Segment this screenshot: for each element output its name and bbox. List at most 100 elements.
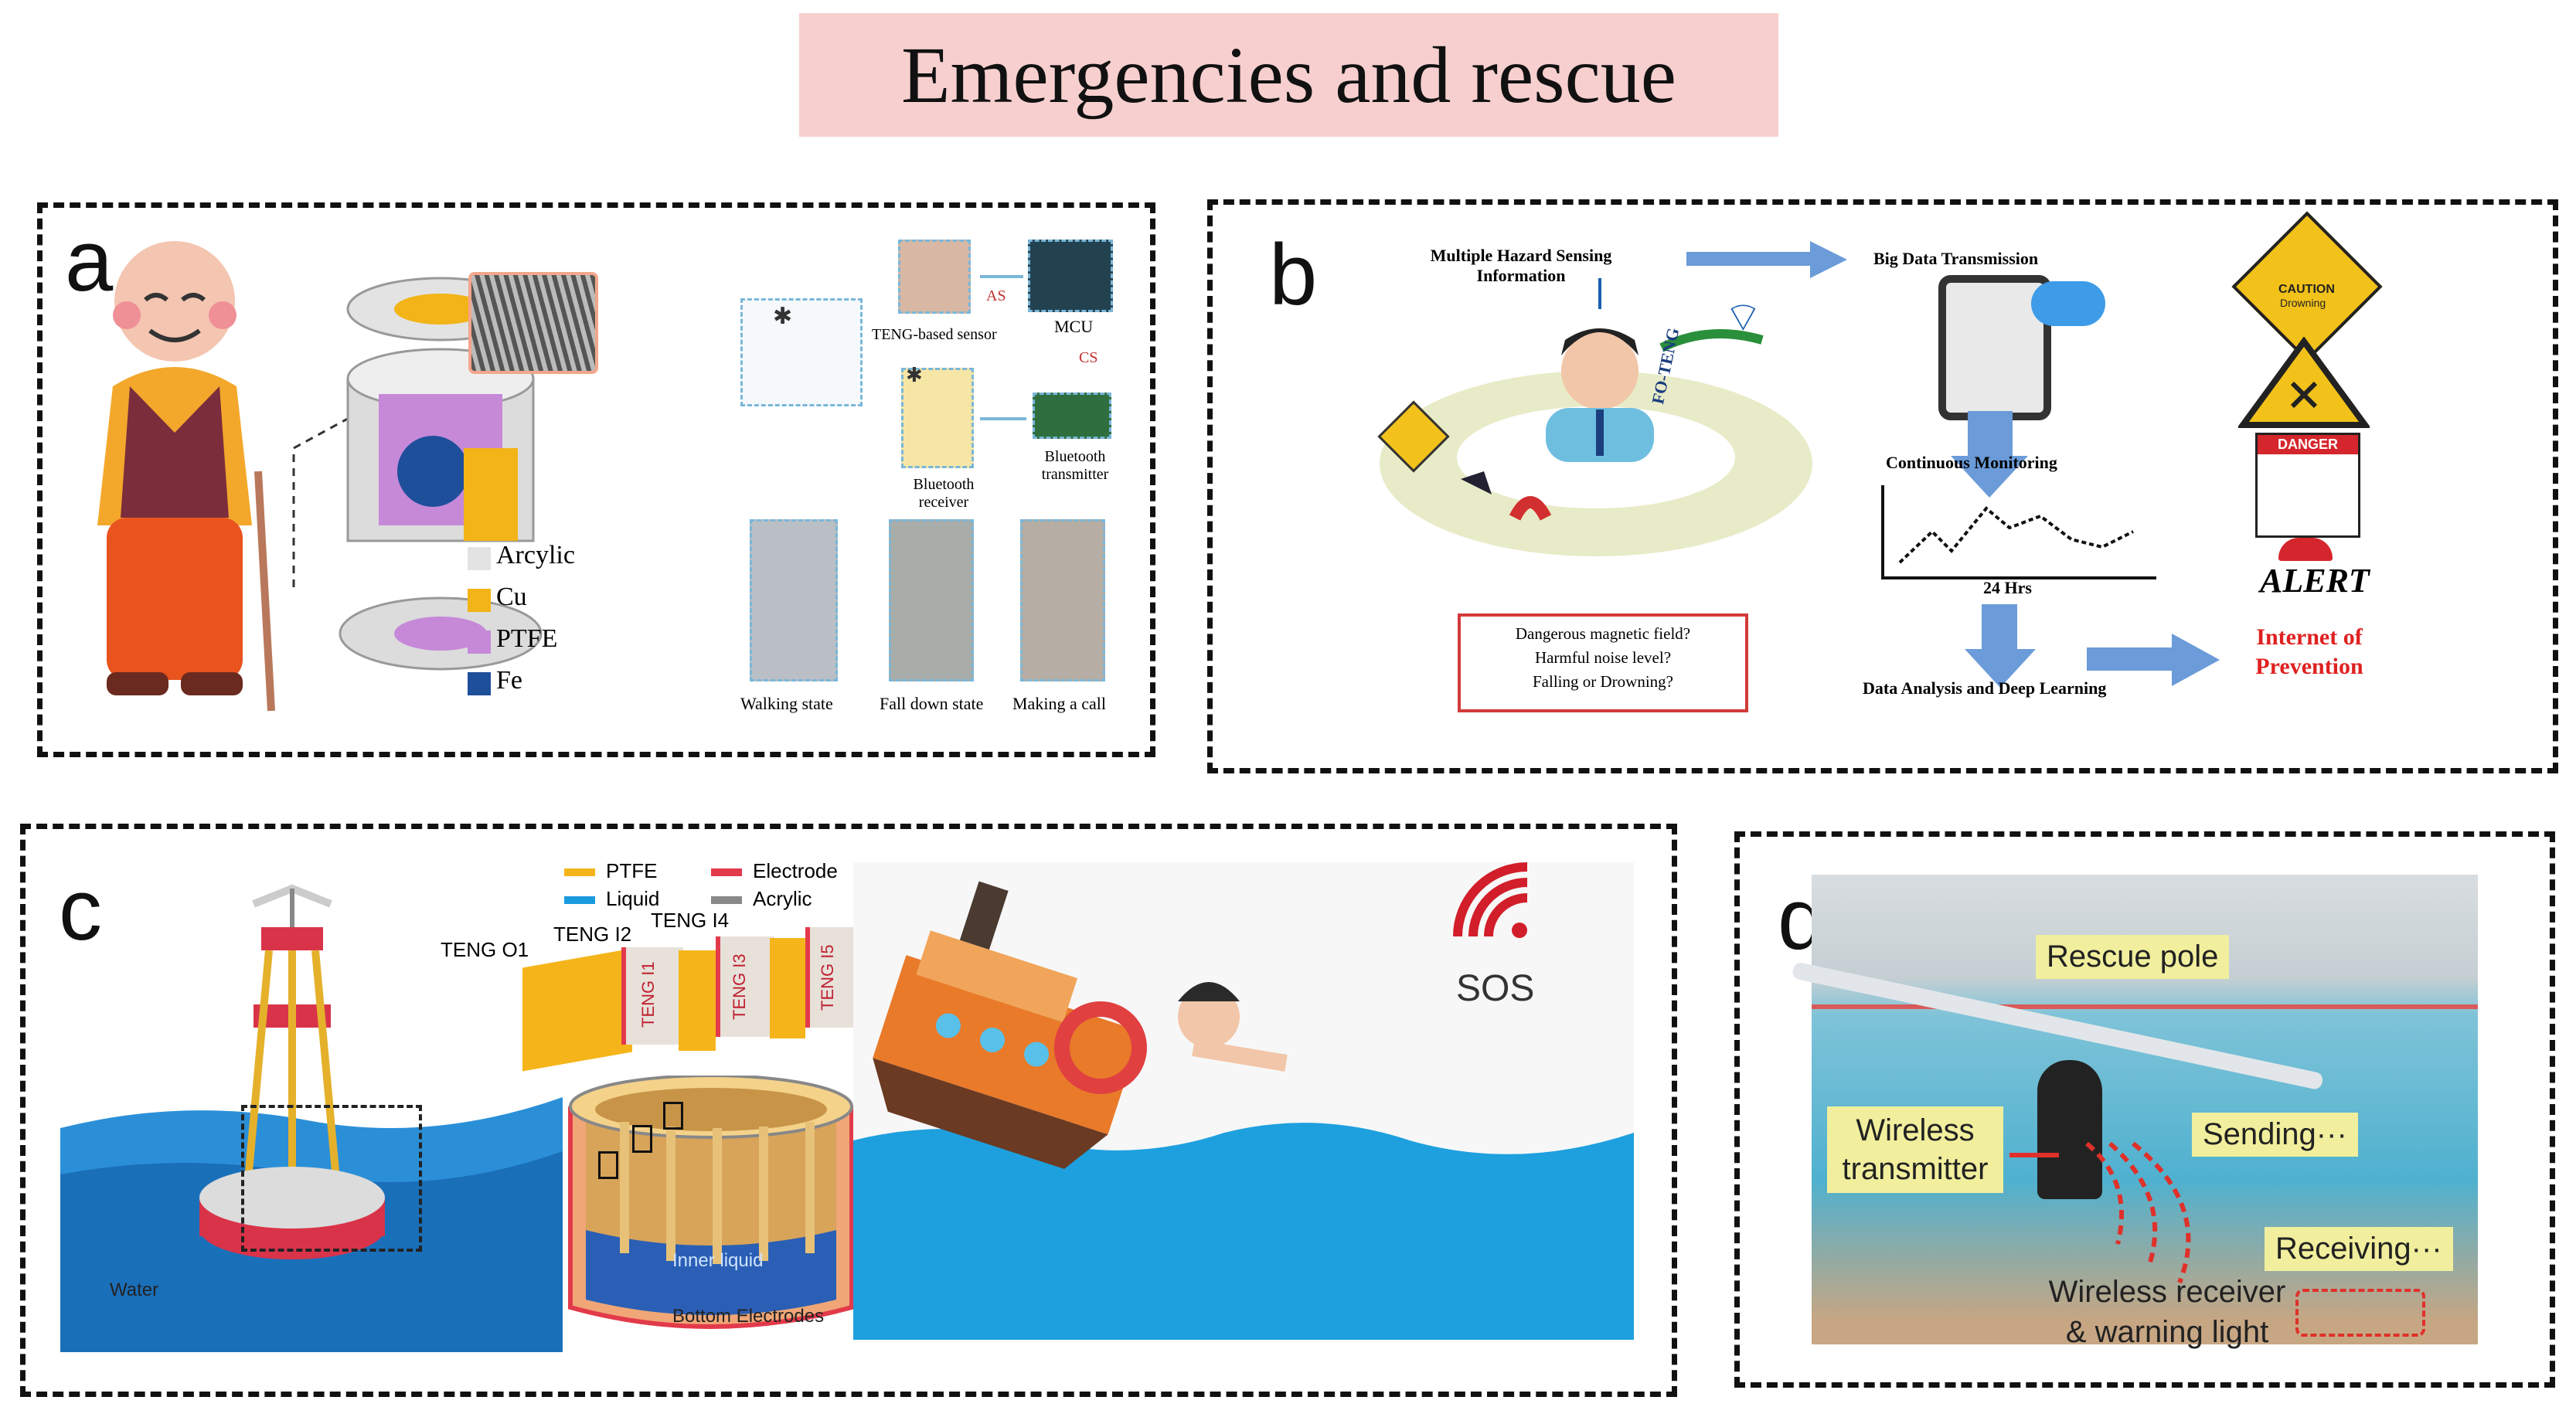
alert-button-icon — [2278, 538, 2333, 561]
fall-down-state-label: Fall down state — [880, 694, 984, 713]
monitoring-plot — [1881, 485, 2156, 579]
bt-receiver-label: Bluetooth receiver — [913, 476, 975, 511]
legend-c-swatch-ptfe — [564, 868, 595, 876]
question-noise: Harmful noise level? — [1534, 648, 1672, 667]
legend-swatch-fe — [468, 672, 491, 695]
tx-receiver-arrow — [980, 417, 1026, 420]
warning-triangle-sign — [2238, 337, 2370, 428]
wireless-signal-arcs — [2085, 1141, 2191, 1284]
hazard-to-bigdata-arrow — [1686, 252, 1810, 266]
walking-state-label: Walking state — [740, 694, 833, 713]
cs-label: CS — [1079, 349, 1098, 366]
cylinder-marker-2 — [632, 1125, 652, 1153]
question-falling: Falling or Drowning? — [1533, 672, 1673, 691]
teng-i1-label: TENG I1 — [638, 961, 658, 1028]
sea-buoy-illustration — [60, 884, 563, 1352]
legend-swatch-cu — [468, 589, 491, 612]
phone-down-arrow-head — [1951, 456, 2028, 498]
teng-i5-label: TENG I5 — [818, 944, 837, 1011]
mcu-label: MCU — [1054, 317, 1094, 336]
legend-c-swatch-acrylic — [711, 896, 742, 904]
teng-panel-i1 — [621, 947, 683, 1045]
receiver-line1: Wireless receiver — [2048, 1275, 2286, 1309]
receiver-label: Wireless receiver & warning light — [2028, 1272, 2306, 1352]
legend-c-swatch-electrode — [711, 868, 742, 876]
making-call-photo — [1020, 519, 1105, 681]
wifi-icon: ⌔ — [1724, 294, 1763, 341]
legend-label-ptfe: PTFE — [496, 624, 558, 653]
analysis-right-arrow-head — [2172, 634, 2220, 686]
caution-sign-text: CAUTION — [2278, 283, 2335, 296]
receiving-label: Receiving··· — [2265, 1227, 2453, 1271]
analysis-right-arrow — [2087, 647, 2172, 671]
panel-a — [37, 202, 1155, 757]
legend-swatch-arcylic — [468, 547, 491, 570]
hazard-info-label: Multiple Hazard Sensing Information — [1430, 246, 1612, 285]
fall-illustration-box — [740, 298, 863, 406]
elderly-man-illustration — [97, 241, 275, 712]
questions-box: Dangerous magnetic field? Harmful noise … — [1458, 613, 1748, 712]
panel-c — [20, 824, 1677, 1397]
sem-inset — [468, 272, 598, 374]
rescue-pole-label: Rescue pole — [2036, 935, 2230, 979]
swimmer — [2037, 1060, 2102, 1199]
water-label: Water — [110, 1280, 159, 1300]
iop-label: Internet of Prevention — [2255, 624, 2363, 679]
monitor-down-arrow-head — [1965, 649, 2036, 688]
inner-liquid-label: Inner liquid — [672, 1250, 764, 1271]
device-exploded-view — [292, 277, 543, 671]
panel-d — [1734, 831, 2555, 1388]
hazard-ring-illustration — [1380, 278, 1812, 556]
bottom-electrodes-label: Bottom Electrodes — [672, 1306, 825, 1327]
legend-c-label-electrode: Electrode — [753, 859, 838, 882]
legend-c-label-acrylic: Acrylic — [753, 887, 812, 910]
alert-label: ALERT — [2260, 562, 2370, 600]
receiver-line2: & warning light — [2065, 1315, 2269, 1349]
bt-transmitter-box — [1033, 393, 1111, 439]
teng-i3-label: TENG I3 — [730, 953, 749, 1020]
monitor-down-arrow — [1982, 604, 2017, 651]
danger-header: DANGER — [2258, 435, 2358, 454]
fall-down-state-photo — [889, 519, 974, 681]
as-label: AS — [986, 287, 1006, 304]
lane-line-1 — [1812, 1004, 2478, 1009]
panel-b — [1207, 199, 2558, 773]
bluetooth-icon: ✱ — [773, 304, 793, 329]
hazard-arrow-head — [1810, 241, 1847, 278]
drowning-sign-text: Drowning — [2280, 297, 2326, 309]
receiver-bluetooth-icon: ✱ — [906, 363, 923, 386]
buoy-zoom-box — [241, 1105, 422, 1252]
teng-sensor-label: TENG-based sensor — [872, 326, 997, 343]
making-call-label: Making a call — [1012, 694, 1106, 713]
bt-receiver-box — [901, 368, 974, 468]
teng-sensor-box — [898, 240, 971, 314]
panel-b-label: b — [1269, 226, 1318, 323]
legend-label-arcylic: Arcylic — [496, 541, 575, 569]
teng-panel-i2 — [679, 950, 716, 1051]
legend-swatch-ptfe — [468, 630, 491, 654]
danger-sign: DANGER — [2255, 433, 2360, 538]
figure-title-text: Emergencies and rescue — [901, 30, 1676, 120]
wireless-transmitter-line1: Wireless — [1856, 1113, 1975, 1147]
teng-panel-i4 — [770, 938, 805, 1038]
panel-a-label: a — [65, 212, 114, 309]
panel-c-label: c — [59, 862, 102, 958]
legend-c-label-ptfe: PTFE — [606, 859, 658, 882]
teng-panel-i5 — [805, 927, 855, 1028]
analysis-label: Data Analysis and Deep Learning — [1863, 678, 2107, 698]
continuous-monitoring-label: Continuous Monitoring — [1886, 453, 2057, 472]
wireless-transmitter-label: Wireless transmitter — [1827, 1106, 2003, 1193]
sending-label: Sending··· — [2192, 1113, 2358, 1157]
shipwreck-illustration — [853, 881, 1634, 1340]
legend-c-label-liquid: Liquid — [606, 887, 660, 910]
transmitter-arrow — [2009, 1153, 2059, 1157]
sos-label: SOS — [1456, 968, 1535, 1009]
bt-transmitter-label: Bluetooth transmitter — [1041, 448, 1109, 483]
sos-wifi-icon — [1453, 862, 1528, 938]
teng-panel-o1 — [522, 948, 632, 1072]
big-data-label: Big Data Transmission — [1873, 249, 2039, 268]
legend-label-fe: Fe — [496, 666, 522, 695]
figure-title: Emergencies and rescue — [799, 13, 1778, 137]
teng-i2-label: TENG I2 — [553, 923, 632, 946]
teng-panel-i3 — [716, 936, 774, 1037]
